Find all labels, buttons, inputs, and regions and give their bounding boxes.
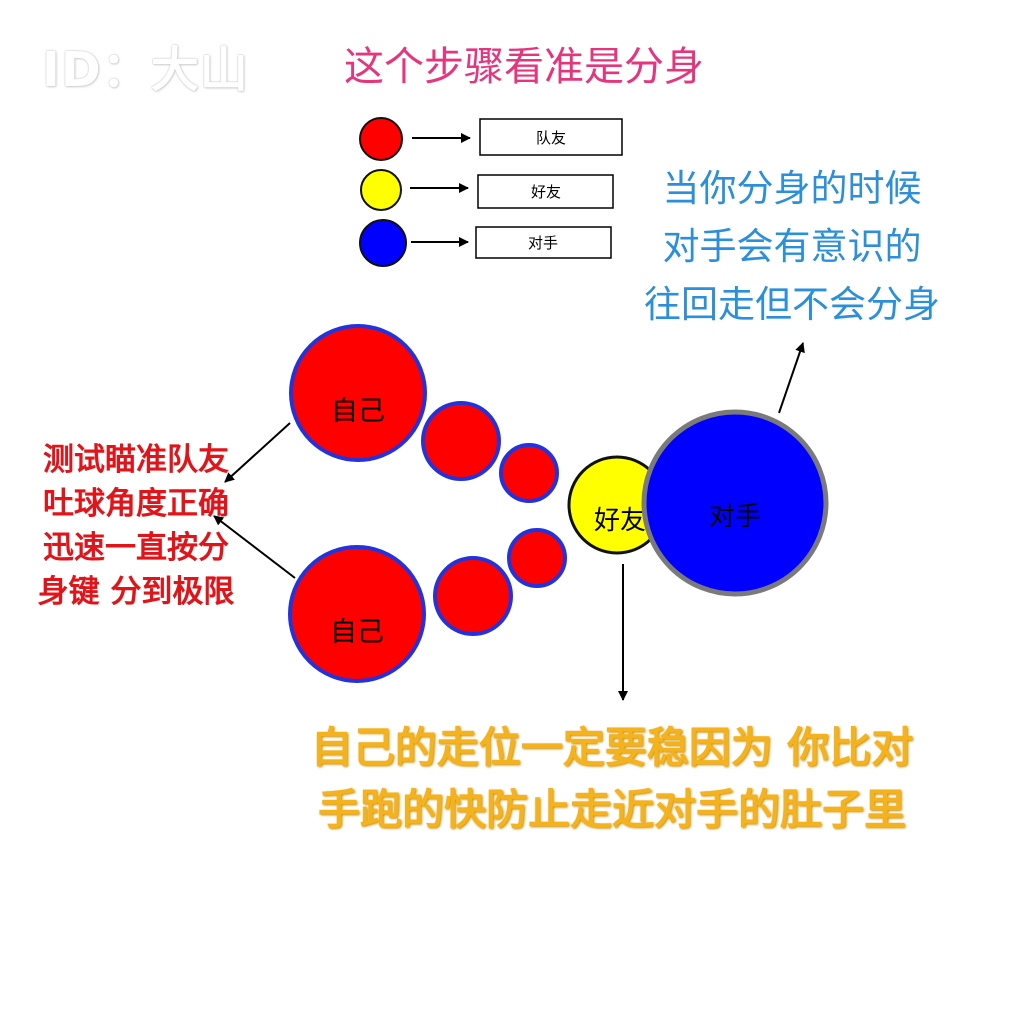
split-ball-bottom-medium [433,556,513,636]
pointer-arrow-up-right [778,342,805,414]
friend-ball-label: 好友 [594,506,646,536]
note-split-instructions: 测试瞄准队友 吐球角度正确 迅速一直按分 身键 分到极限 [10,438,262,614]
legend-label-friend: 好友 [531,183,561,201]
pointer-arrow-bottom-left [213,515,296,579]
legend-box [477,174,614,209]
note-opponent-behavior: 当你分身的时候 对手会有意识的 往回走但不会分身 [612,160,972,334]
legend-row-teammate: 队友 [359,117,623,161]
note-line: 往回走但不会分身 [644,283,940,326]
legend-label-opponent: 对手 [528,234,558,252]
legend-box [479,118,623,156]
note-line: 对手会有意识的 [662,225,922,268]
split-ball-top-medium [421,401,501,481]
self-ball-bottom [288,545,426,683]
note-line: 身键 分到极限 [37,574,235,610]
opponent-ball-label: 对手 [709,502,761,532]
note-line: 手跑的快防止走近对手的肚子里 [317,785,906,834]
legend-dot-blue [359,219,407,267]
legend-row-opponent: 对手 [359,219,612,267]
note-movement-warning: 自己的走位一定要稳因为 你比对 手跑的快防止走近对手的肚子里 [252,717,972,841]
note-line: 自己的走位一定要稳因为 你比对 [310,723,914,772]
legend-dot-red [359,117,403,161]
self-ball-top-label: 自己 [331,396,385,427]
legend-box [475,226,612,259]
split-ball-bottom-small [507,528,567,588]
legend-label-teammate: 队友 [536,129,566,147]
diagram-title: 这个步骤看准是分身 [344,44,704,90]
note-line: 测试瞄准队友 [43,442,229,478]
legend-row-friend: 好友 [360,169,614,211]
note-line: 吐球角度正确 [43,486,229,522]
pointer-arrow-top-left [224,422,291,483]
note-line: 迅速一直按分 [43,530,229,566]
watermark-id: ID：大山 [42,42,249,98]
self-ball-bottom-label: 自己 [330,617,384,648]
split-ball-top-small [499,443,559,503]
self-ball-top [289,324,427,462]
legend-dot-yellow [360,169,402,211]
note-line: 当你分身的时候 [662,167,922,210]
opponent-ball [641,409,829,597]
